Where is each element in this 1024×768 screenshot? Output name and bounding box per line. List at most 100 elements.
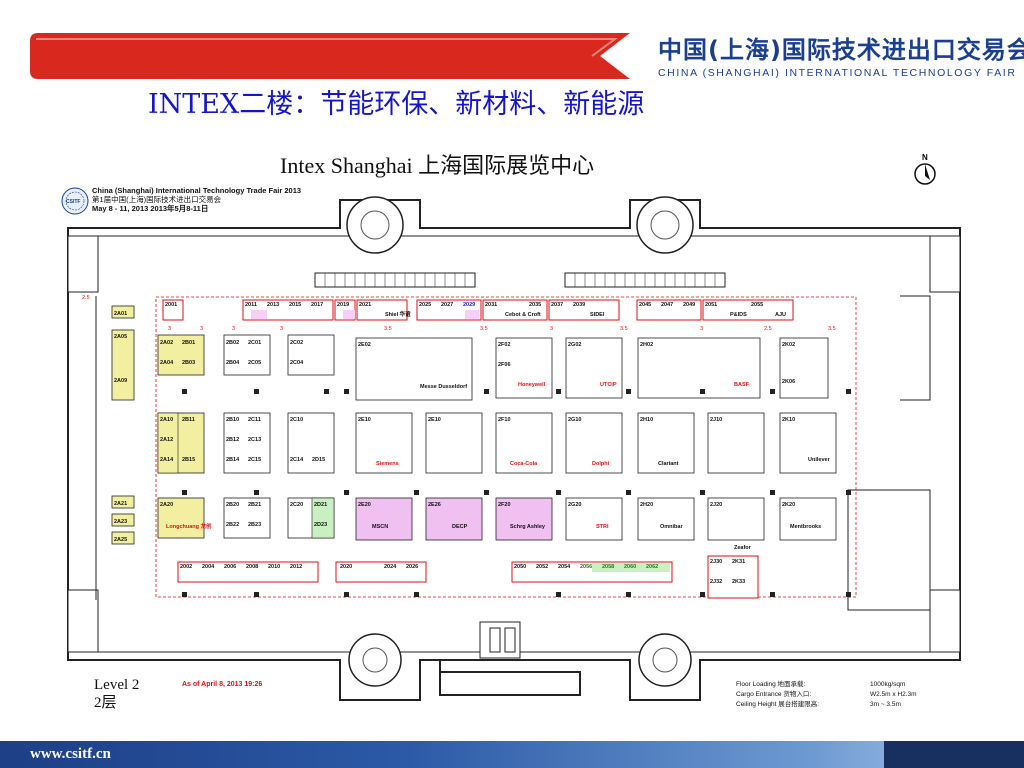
svg-text:2002: 2002 — [180, 564, 192, 570]
svg-text:2C02: 2C02 — [290, 340, 303, 346]
svg-text:2062: 2062 — [646, 564, 658, 570]
svg-text:2C15: 2C15 — [248, 457, 261, 463]
svg-text:2K20: 2K20 — [782, 502, 795, 508]
svg-text:Schrg Ashley: Schrg Ashley — [510, 524, 546, 530]
svg-text:2013: 2013 — [267, 302, 279, 308]
footer-accent — [884, 741, 1024, 768]
svg-text:Messe Dusseldorf: Messe Dusseldorf — [420, 384, 467, 390]
svg-text:2G02: 2G02 — [568, 342, 581, 348]
fair-info-line: May 8 - 11, 2013 2013年5月8-11日 — [92, 204, 209, 213]
svg-text:Dolphi: Dolphi — [592, 461, 610, 467]
svg-text:2B20: 2B20 — [226, 502, 239, 508]
svg-text:3: 3 — [200, 326, 203, 332]
svg-text:Cebot & Croft: Cebot & Croft — [505, 312, 541, 318]
svg-text:2A04: 2A04 — [160, 360, 174, 366]
svg-text:2C10: 2C10 — [290, 417, 303, 423]
svg-text:2E10: 2E10 — [358, 417, 371, 423]
svg-text:AJU: AJU — [775, 312, 786, 318]
svg-text:2050: 2050 — [514, 564, 526, 570]
svg-text:2H20: 2H20 — [640, 502, 653, 508]
svg-text:3: 3 — [700, 326, 703, 332]
map-title: Intex Shanghai 上海国际展览中心 — [280, 153, 595, 178]
spec-key: Ceiling Height 展台搭建限高: — [736, 701, 820, 708]
svg-text:2031: 2031 — [485, 302, 497, 308]
svg-text:2052: 2052 — [536, 564, 548, 570]
svg-text:2C14: 2C14 — [290, 457, 304, 463]
svg-text:2A12: 2A12 — [160, 437, 173, 443]
svg-text:2015: 2015 — [289, 302, 301, 308]
svg-text:2A05: 2A05 — [114, 334, 127, 340]
svg-text:2019: 2019 — [337, 302, 349, 308]
svg-text:2001: 2001 — [165, 302, 177, 308]
svg-text:2054: 2054 — [558, 564, 571, 570]
svg-text:Omnibar: Omnibar — [660, 524, 683, 530]
svg-text:2B22: 2B22 — [226, 522, 239, 528]
svg-text:2C11: 2C11 — [248, 417, 261, 423]
svg-text:2037: 2037 — [551, 302, 563, 308]
svg-text:Longchuang 龙创: Longchuang 龙创 — [166, 522, 212, 530]
svg-text:Shiel 华谊: Shiel 华谊 — [385, 310, 411, 318]
compass-label: N — [922, 153, 928, 162]
svg-text:2A10: 2A10 — [160, 417, 173, 423]
spec-value: 1000kg/sqm — [870, 681, 906, 688]
fair-info: China (Shanghai) International Technolog… — [92, 186, 301, 213]
spec-value: W2.5m x H2.3m — [870, 691, 917, 698]
hall-specs: Floor Loading 地面承载:1000kg/sqm Cargo Entr… — [736, 680, 917, 710]
csitf-logo: 中国(上海)国际技术进出口交易会 CHINA (SHANGHAI) INTERN… — [658, 30, 1024, 80]
svg-text:2G10: 2G10 — [568, 417, 581, 423]
fair-info-line: China (Shanghai) International Technolog… — [92, 186, 302, 195]
svg-text:3.5: 3.5 — [384, 326, 392, 332]
level-en: Level 2 — [94, 677, 140, 693]
svg-text:2B23: 2B23 — [248, 522, 261, 528]
svg-text:2B15: 2B15 — [182, 457, 195, 463]
spec-value: 3m ~ 3.5m — [870, 701, 901, 708]
svg-text:2004: 2004 — [202, 564, 215, 570]
svg-text:Coca-Cola: Coca-Cola — [510, 461, 538, 467]
svg-text:2J20: 2J20 — [710, 502, 722, 508]
svg-text:2A09: 2A09 — [114, 378, 127, 384]
svg-text:2060: 2060 — [624, 564, 636, 570]
svg-text:2B10: 2B10 — [226, 417, 239, 423]
csitf-seal-icon: CSITF — [61, 187, 89, 215]
svg-text:2008: 2008 — [246, 564, 258, 570]
svg-text:2J10: 2J10 — [710, 417, 722, 423]
svg-text:2F10: 2F10 — [498, 417, 511, 423]
level-label: Level 2 2层 — [94, 676, 139, 712]
svg-text:2058: 2058 — [602, 564, 614, 570]
svg-text:2C01: 2C01 — [248, 340, 261, 346]
svg-text:2039: 2039 — [573, 302, 585, 308]
svg-text:2B02: 2B02 — [226, 340, 239, 346]
svg-text:2021: 2021 — [359, 302, 371, 308]
svg-text:2B11: 2B11 — [182, 417, 195, 423]
svg-text:2029: 2029 — [463, 302, 475, 308]
svg-text:DECP: DECP — [452, 524, 468, 530]
svg-text:2A02: 2A02 — [160, 340, 173, 346]
svg-text:2020: 2020 — [340, 564, 352, 570]
svg-text:2F06: 2F06 — [498, 362, 511, 368]
svg-text:2E10: 2E10 — [428, 417, 441, 423]
website-link[interactable]: www.csitf.cn — [30, 746, 111, 762]
svg-text:BASF: BASF — [734, 382, 750, 388]
svg-text:2017: 2017 — [311, 302, 323, 308]
svg-text:2F20: 2F20 — [498, 502, 511, 508]
svg-text:2K33: 2K33 — [732, 579, 745, 585]
svg-text:2B12: 2B12 — [226, 437, 239, 443]
svg-text:2056: 2056 — [580, 564, 592, 570]
level-cn: 2层 — [94, 695, 117, 711]
svg-text:2B21: 2B21 — [248, 502, 261, 508]
svg-text:Siemens: Siemens — [376, 461, 399, 467]
svg-text:2.5: 2.5 — [764, 326, 772, 332]
svg-text:SIDEI: SIDEI — [590, 312, 605, 318]
spec-key: Floor Loading 地面承载: — [736, 681, 806, 688]
svg-text:2025: 2025 — [419, 302, 431, 308]
svg-text:CSITF: CSITF — [66, 199, 80, 205]
svg-text:3.5: 3.5 — [480, 326, 488, 332]
svg-text:2J32: 2J32 — [710, 579, 722, 585]
svg-text:P&IDS: P&IDS — [730, 312, 747, 318]
svg-text:2035: 2035 — [529, 302, 541, 308]
svg-text:2045: 2045 — [639, 302, 651, 308]
svg-text:2C05: 2C05 — [248, 360, 261, 366]
svg-text:3: 3 — [168, 326, 171, 332]
